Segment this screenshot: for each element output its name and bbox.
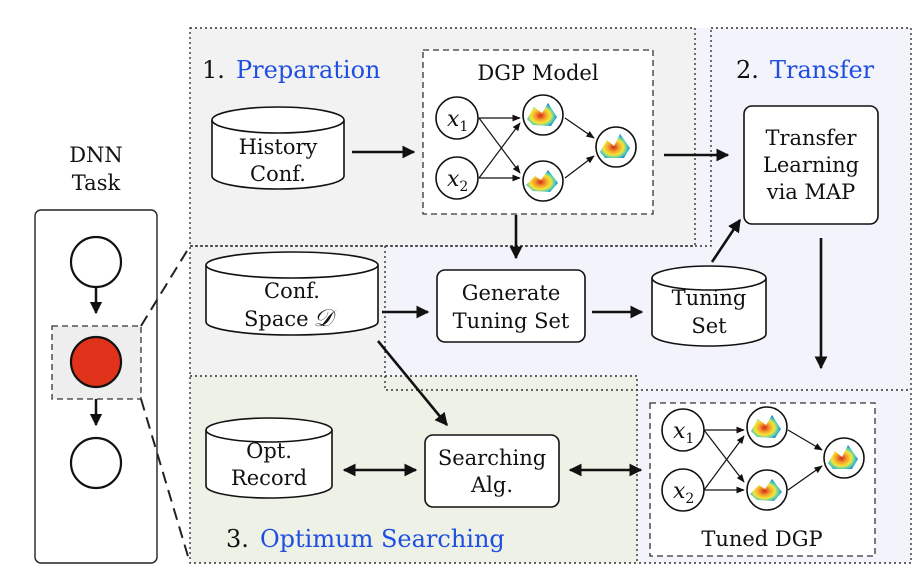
svg-text:x2: x2 (673, 479, 694, 507)
svg-text:Searching: Searching (438, 446, 546, 470)
svg-text:History: History (239, 135, 318, 159)
dnn-layer-top (69, 235, 123, 289)
tuned-dgp-box: x1 x2 Tuned DGP (649, 402, 876, 557)
svg-text:Record: Record (231, 466, 307, 490)
tuning-set-db: Tuning Set (651, 265, 767, 347)
searching-label: 3. Optimum Searching (226, 525, 505, 553)
gp-node-output (595, 126, 637, 168)
tuned-gp-node-output (823, 437, 865, 479)
svg-text:Tuning Set: Tuning Set (453, 309, 570, 333)
svg-text:Alg.: Alg. (470, 473, 513, 497)
arrow-conf-to-search (376, 340, 449, 427)
svg-text:DGP Model: DGP Model (477, 61, 598, 85)
tuned-input-x2 (661, 468, 705, 512)
dnn-task-subtitle: Task (72, 171, 121, 195)
svg-text:Generate: Generate (462, 281, 561, 305)
gp-node-hidden-1 (522, 94, 564, 136)
dnn-layer-bottom (69, 436, 123, 490)
svg-text:x1: x1 (673, 419, 694, 447)
zoom-line-top (140, 245, 191, 327)
dgp-input-x2 (435, 156, 479, 200)
svg-text:Set: Set (691, 314, 727, 338)
zoom-line-bottom (140, 398, 191, 564)
searching-alg-box: Searching Alg. (424, 434, 560, 508)
svg-text:Conf.: Conf. (250, 162, 306, 186)
dgp-model-box: DGP Model x1 x2 (422, 49, 654, 215)
svg-text:Opt.: Opt. (246, 439, 292, 463)
svg-text:Transfer: Transfer (765, 126, 857, 150)
section-borders (189, 27, 912, 564)
gp-node-hidden-2 (522, 160, 564, 202)
svg-text:x2: x2 (447, 167, 468, 195)
preparation-label: 1. Preparation (202, 56, 381, 84)
dgp-input-x1 (435, 96, 479, 140)
svg-text:x1: x1 (447, 107, 468, 135)
tuned-input-x1 (661, 408, 705, 452)
svg-text:Tuned DGP: Tuned DGP (701, 527, 822, 551)
history-conf-db: History Conf. (211, 106, 345, 190)
svg-text:Conf.: Conf. (264, 279, 320, 303)
generate-tuning-set-box: Generate Tuning Set (436, 269, 586, 343)
transfer-learning-box: Transfer Learning via MAP (743, 105, 879, 225)
svg-text:Learning: Learning (763, 153, 859, 177)
svg-text:Tuning: Tuning (672, 286, 747, 310)
tuned-gp-node-hidden-2 (746, 469, 788, 511)
tuned-gp-node-hidden-1 (746, 406, 788, 448)
dnn-task-title: DNN (69, 143, 123, 167)
opt-record-db: Opt. Record (205, 417, 333, 499)
dnn-layer-active (69, 335, 123, 389)
transfer-label: 2. Transfer (736, 56, 875, 84)
svg-text:via MAP: via MAP (766, 180, 856, 204)
arrow-tuning-to-transfer (710, 218, 742, 263)
